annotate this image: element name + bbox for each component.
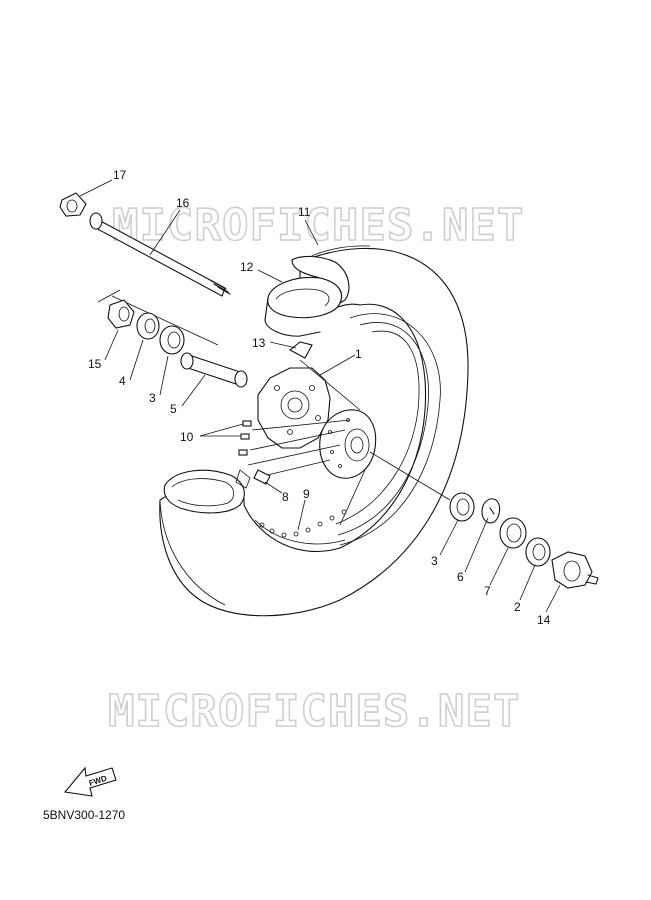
callout-3-left: 3 — [149, 391, 156, 405]
rim-band — [289, 341, 313, 359]
axle — [89, 212, 231, 297]
spoke-bolts — [238, 420, 252, 456]
tire — [159, 245, 469, 617]
callout-12: 12 — [240, 260, 254, 274]
callout-11: 11 — [298, 205, 311, 219]
callouts: 17 16 11 12 13 1 15 4 3 5 10 8 9 3 6 7 2… — [88, 168, 551, 627]
spokes — [247, 359, 366, 526]
wheel-hub — [319, 409, 377, 479]
axle-centerline — [369, 451, 451, 501]
tube — [264, 255, 350, 337]
callout-10: 10 — [180, 430, 194, 444]
circlip — [481, 498, 501, 524]
oil-seal-left — [136, 312, 160, 340]
leader-lines — [79, 179, 561, 613]
group-bracket — [97, 289, 219, 346]
spoke-nipples — [259, 509, 347, 538]
axle-nut — [59, 192, 87, 217]
callout-3-right: 3 — [431, 554, 438, 568]
callout-16: 16 — [176, 196, 190, 210]
callout-6: 6 — [457, 570, 464, 584]
callout-13: 13 — [252, 336, 266, 350]
collar — [107, 299, 135, 329]
watermark-bottom: MICROFICHES.NET — [108, 686, 520, 737]
valve-stem — [253, 469, 271, 485]
bearing-right — [449, 492, 475, 522]
callout-17: 17 — [113, 168, 127, 182]
collar-right — [525, 537, 551, 567]
callout-5: 5 — [170, 402, 177, 416]
bearing-left — [159, 325, 185, 355]
callout-7: 7 — [484, 584, 491, 598]
brake-disc — [257, 367, 331, 449]
watermark-top: MICROFICHES.NET — [112, 200, 524, 251]
callout-2: 2 — [514, 600, 521, 614]
meter-gear-unit — [551, 551, 599, 589]
fwd-arrow-icon: FWD — [63, 766, 117, 797]
callout-1: 1 — [355, 347, 362, 361]
callout-8: 8 — [282, 490, 289, 504]
spacer — [180, 352, 248, 388]
callout-4: 4 — [119, 374, 126, 388]
oil-seal-right — [499, 517, 527, 549]
callout-15: 15 — [88, 357, 102, 371]
callout-14: 14 — [537, 613, 551, 627]
document-code: 5BNV300-1270 — [43, 808, 126, 822]
callout-9: 9 — [303, 487, 310, 501]
